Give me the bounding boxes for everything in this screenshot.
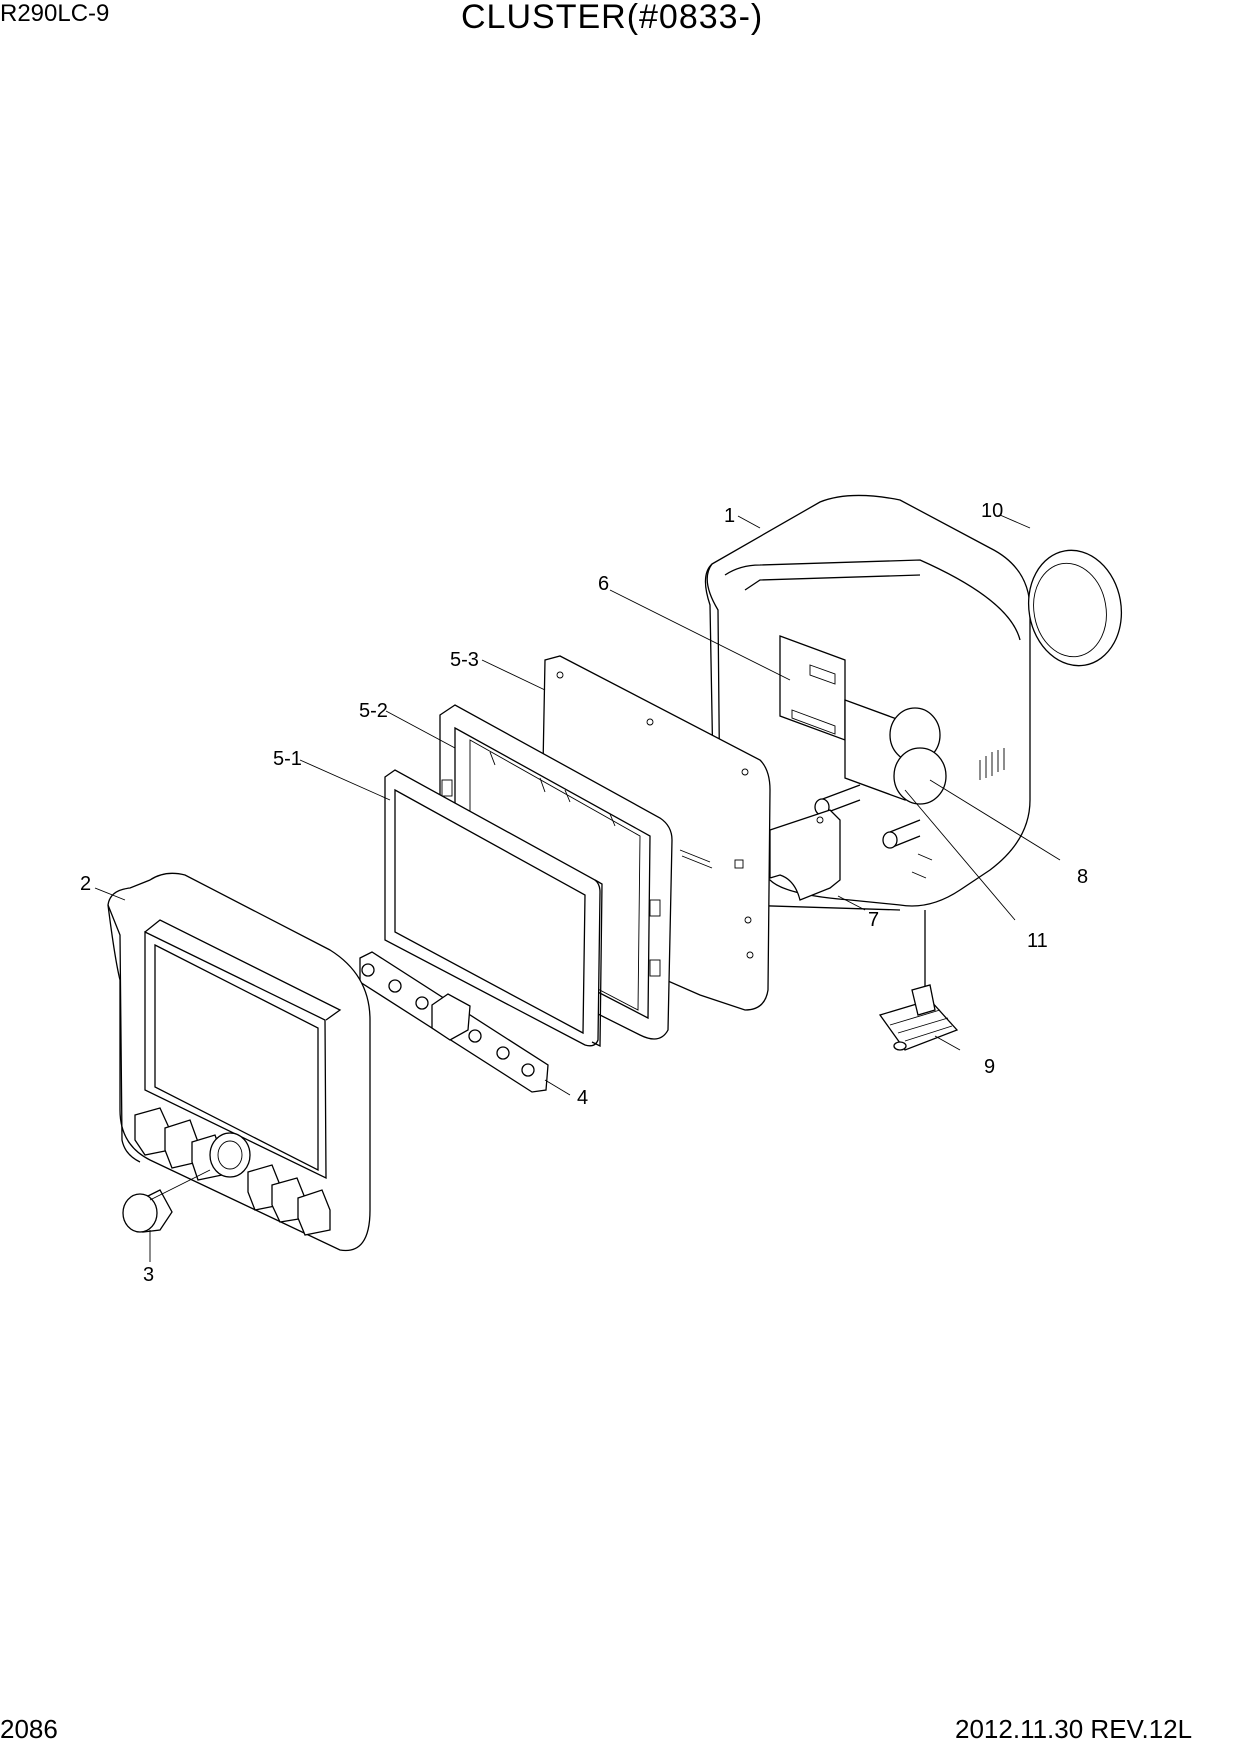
callout-6: 6 (598, 573, 609, 595)
callout-9: 9 (984, 1056, 995, 1078)
front-bezel-part (107, 872, 371, 1252)
button-board-part (359, 951, 549, 1093)
page-title: CLUSTER(#0833-) (461, 0, 764, 36)
knob-part (122, 1189, 173, 1233)
callout-8: 8 (1077, 866, 1088, 888)
callout-1: 1 (724, 505, 735, 527)
callout-labels: 1 2 3 4 5-1 5-2 5-3 6 7 8 9 10 11 (80, 500, 1088, 1286)
callout-11: 11 (1027, 930, 1048, 952)
callout-4: 4 (577, 1087, 588, 1109)
model-code: R290LC-9 (0, 0, 110, 27)
leader-lines (94, 514, 1061, 1262)
callout-2: 2 (80, 873, 91, 895)
page-number: 2086 (0, 1714, 58, 1744)
lcd-part (384, 769, 603, 1048)
ring-part (1027, 549, 1123, 667)
callout-5-1: 5-1 (273, 748, 302, 770)
callout-5-2: 5-2 (359, 700, 388, 722)
callout-5-3: 5-3 (450, 649, 479, 671)
callout-10: 10 (981, 500, 1003, 522)
connector-part (878, 910, 959, 1051)
revision-date: 2012.11.30 REV.12L (955, 1714, 1193, 1744)
rear-case-part (704, 494, 1031, 911)
callout-3: 3 (143, 1264, 154, 1286)
callout-7: 7 (868, 909, 879, 931)
